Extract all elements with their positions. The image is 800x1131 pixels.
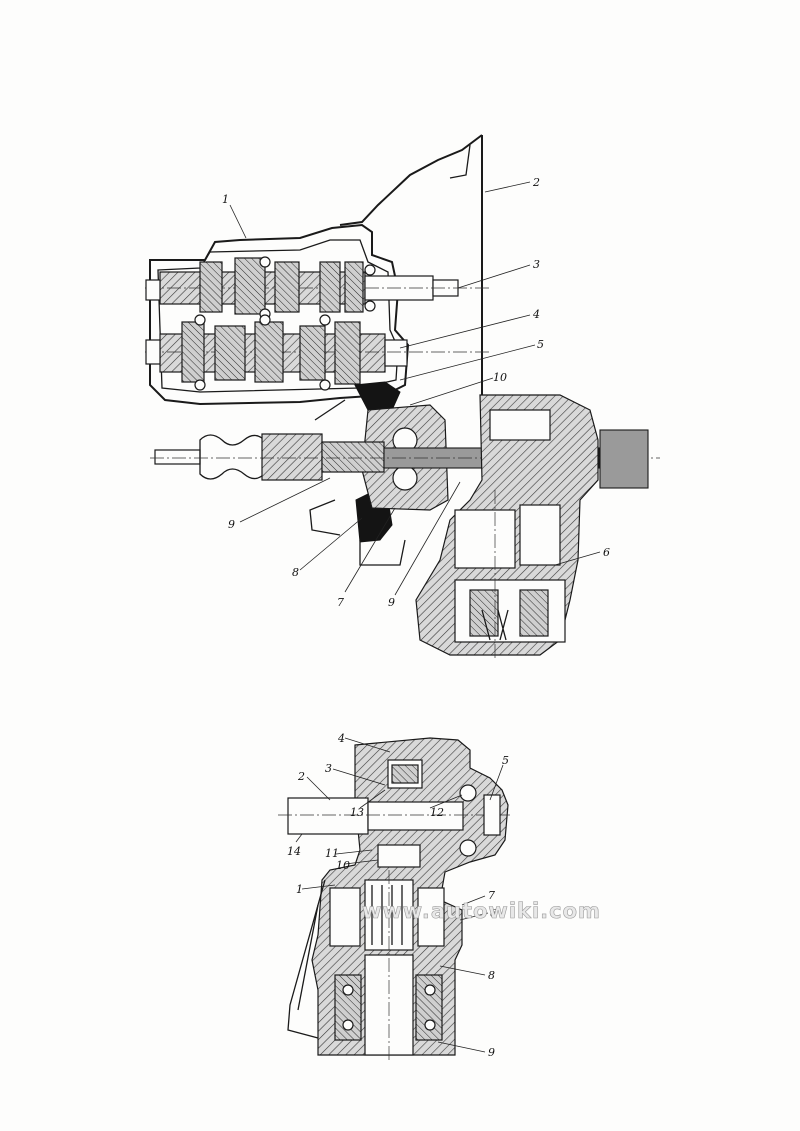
callout-8: 8 — [488, 969, 495, 982]
callout-5: 5 — [502, 754, 509, 767]
callout-3: 3 — [325, 762, 332, 775]
callout-6: 6 — [490, 907, 497, 920]
callout-4: 4 — [337, 732, 345, 745]
callout-10: 10 — [493, 371, 507, 384]
callout-5: 5 — [537, 338, 544, 351]
upper-callouts: 1 2 3 4 5 10 6 9 8 7 9 — [222, 176, 610, 609]
lower-callouts: 4 5 3 2 13 12 14 11 10 1 7 6 8 9 — [287, 732, 509, 1059]
callout-6: 6 — [603, 546, 610, 559]
callout-12: 12 — [430, 806, 444, 819]
callout-7: 7 — [488, 889, 495, 902]
transfer-case-section-drawing — [278, 737, 510, 1060]
callout-14: 14 — [287, 845, 301, 858]
callout-1: 1 — [296, 883, 303, 896]
callout-3: 3 — [533, 258, 540, 271]
callout-13: 13 — [350, 806, 364, 819]
callout-11: 11 — [325, 847, 339, 860]
callout-2: 2 — [297, 770, 305, 783]
callout-4: 4 — [532, 308, 540, 321]
callout-8: 8 — [292, 566, 299, 579]
callout-2: 2 — [532, 176, 540, 189]
gearbox-assembly-drawing — [145, 134, 660, 660]
callout-9-left: 9 — [228, 518, 235, 531]
callout-1: 1 — [222, 193, 229, 206]
upper-leaders — [229, 181, 601, 596]
callout-7: 7 — [337, 596, 344, 609]
callout-9: 9 — [488, 1046, 495, 1059]
callout-10: 10 — [336, 859, 350, 872]
lower-leaders — [295, 737, 504, 1053]
callout-9-right: 9 — [388, 596, 395, 609]
watermark-text: www.autowiki.com — [362, 899, 601, 923]
